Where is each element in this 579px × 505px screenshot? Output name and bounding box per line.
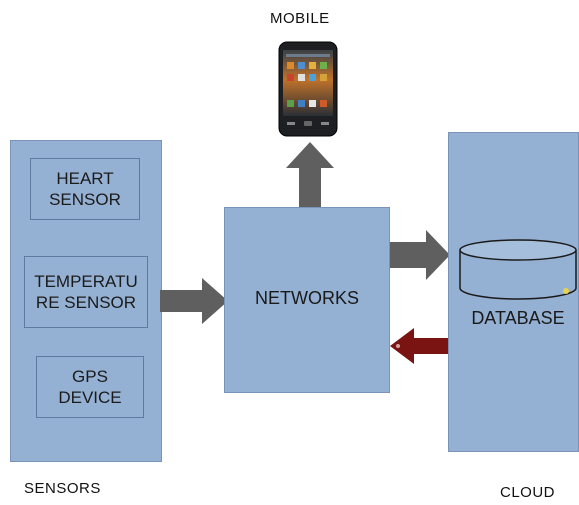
arrow-database-to-networks [390,328,448,364]
database-icon [459,239,577,300]
mobile-label: MOBILE [270,10,330,27]
networks-box [224,207,390,393]
temperature-sensor-label: TEMPERATU RE SENSOR [34,272,138,312]
cloud-label: CLOUD [500,484,556,501]
heart-sensor-box: HEART SENSOR [30,158,140,220]
gps-device-box: GPS DEVICE [36,356,144,418]
sensors-label: SENSORS [24,480,101,497]
database-label: DATABASE [471,308,565,328]
arrow-networks-to-database [390,230,450,280]
arrow-networks-to-mobile [286,142,334,208]
mobile-phone-icon [278,41,338,137]
heart-sensor-label: HEART SENSOR [49,169,121,209]
temperature-sensor-box: TEMPERATU RE SENSOR [24,256,148,328]
arrow-sensors-to-networks [160,278,228,324]
gps-device-label: GPS DEVICE [58,367,122,407]
networks-label: NETWORKS [254,288,359,308]
